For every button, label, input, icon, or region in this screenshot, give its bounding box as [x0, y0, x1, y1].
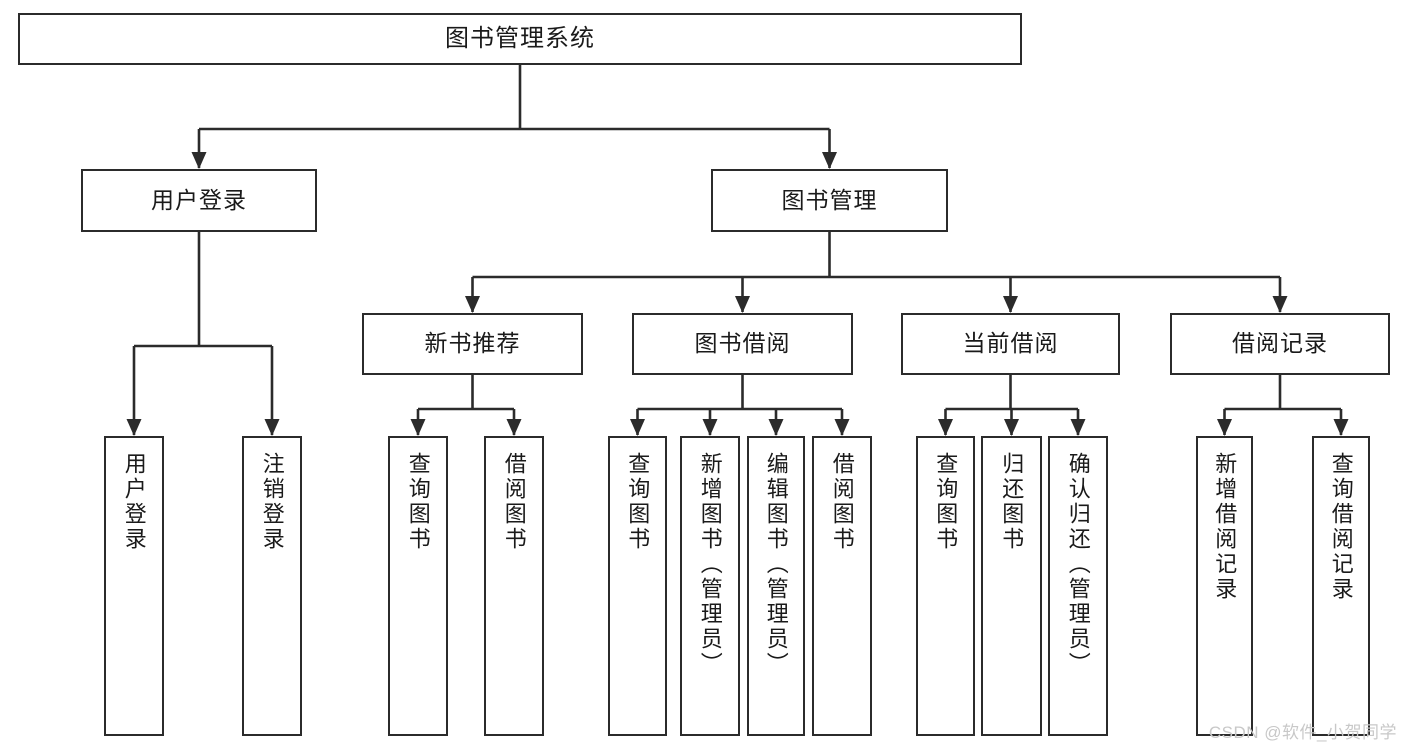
node-leaf-new-1[interactable]: 查询图书: [388, 436, 448, 736]
node-label: 归还图书: [999, 452, 1025, 552]
arrowhead-leaf-cur-3: [1070, 419, 1086, 436]
node-label: 图书管理系统: [445, 24, 595, 52]
arrowhead-borrow: [735, 296, 750, 313]
node-label: 借阅记录: [1232, 330, 1328, 357]
node-label: 查询图书: [625, 452, 651, 552]
node-bookmgmt[interactable]: 图书管理: [711, 169, 948, 232]
node-leaf-borrow-4[interactable]: 借阅图书: [812, 436, 872, 736]
node-leaf-login-1[interactable]: 用户登录: [104, 436, 164, 736]
arrowhead-leaf-borrow-1: [630, 419, 645, 436]
node-label: 查询借阅记录: [1328, 452, 1354, 602]
arrowhead-bookmgmt: [822, 152, 837, 169]
node-label: 新增借阅记录: [1212, 452, 1238, 602]
node-label: 用户登录: [121, 452, 147, 552]
node-label: 编辑图书（管理员）: [763, 452, 789, 677]
node-label: 图书借阅: [694, 330, 791, 357]
node-label: 新增图书（管理员）: [697, 452, 723, 677]
node-leaf-new-2[interactable]: 借阅图书: [484, 436, 544, 736]
node-label: 借阅图书: [501, 452, 527, 552]
node-label: 图书管理: [781, 186, 878, 213]
arrowhead-leaf-borrow-3: [768, 419, 784, 436]
node-label: 确认归还（管理员）: [1065, 452, 1091, 677]
node-leaf-borrow-3[interactable]: 编辑图书（管理员）: [747, 436, 805, 736]
arrowhead-current: [1003, 296, 1018, 313]
node-leaf-login-2[interactable]: 注销登录: [242, 436, 302, 736]
node-leaf-borrow-1[interactable]: 查询图书: [608, 436, 667, 736]
arrowhead-leaf-new-2: [506, 419, 522, 436]
node-leaf-rec-1[interactable]: 新增借阅记录: [1196, 436, 1253, 736]
watermark: CSDN @软件_小贺同学: [1208, 723, 1397, 742]
arrowhead-leaf-borrow-2: [702, 419, 718, 436]
arrowhead-leaf-login-2: [264, 419, 280, 436]
node-borrow[interactable]: 图书借阅: [632, 313, 853, 375]
arrowhead-leaf-cur-1: [938, 419, 953, 436]
node-leaf-cur-3[interactable]: 确认归还（管理员）: [1048, 436, 1108, 736]
node-label: 借阅图书: [829, 452, 855, 552]
node-leaf-cur-1[interactable]: 查询图书: [916, 436, 975, 736]
node-leaf-rec-2[interactable]: 查询借阅记录: [1312, 436, 1370, 736]
arrowhead-login: [191, 152, 207, 169]
node-label: 注销登录: [259, 452, 285, 552]
arrowhead-leaf-rec-2: [1333, 419, 1349, 436]
node-login[interactable]: 用户登录: [81, 169, 317, 232]
node-root[interactable]: 图书管理系统: [18, 13, 1022, 65]
node-label: 当前借阅: [962, 330, 1059, 357]
node-leaf-borrow-2[interactable]: 新增图书（管理员）: [680, 436, 740, 736]
arrowhead-leaf-cur-2: [1004, 419, 1019, 436]
node-current[interactable]: 当前借阅: [901, 313, 1120, 375]
arrowhead-leaf-borrow-4: [834, 419, 850, 436]
arrowhead-leaf-rec-1: [1217, 419, 1232, 436]
arrowhead-leaf-new-1: [410, 419, 426, 436]
node-newbook[interactable]: 新书推荐: [362, 313, 583, 375]
node-label: 新书推荐: [424, 330, 521, 357]
arrowhead-leaf-login-1: [126, 419, 142, 436]
node-label: 查询图书: [405, 452, 431, 552]
node-leaf-cur-2[interactable]: 归还图书: [981, 436, 1042, 736]
node-label: 查询图书: [933, 452, 959, 552]
arrowhead-records: [1272, 296, 1288, 313]
node-records[interactable]: 借阅记录: [1170, 313, 1390, 375]
arrowhead-newbook: [465, 296, 480, 313]
node-label: 用户登录: [151, 186, 247, 213]
